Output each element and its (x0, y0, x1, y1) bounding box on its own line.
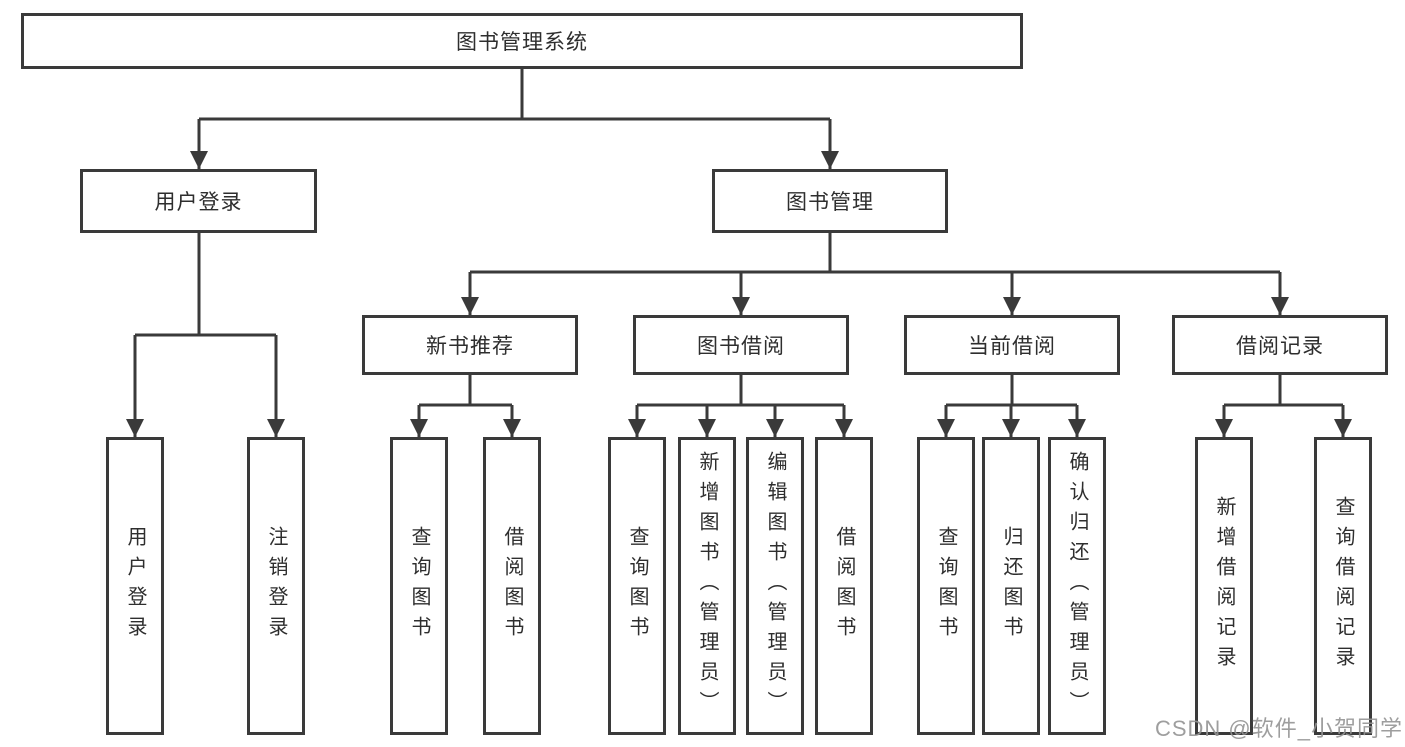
leaf-add-borrow-record: 新增借阅记录 (1195, 437, 1253, 735)
leaf-borrow-books-recommend: 借阅图书 (483, 437, 541, 735)
node-current-borrow: 当前借阅 (904, 315, 1120, 375)
node-label: 新书推荐 (426, 335, 514, 358)
leaf-confirm-return-admin: 确认归还（管理员） (1048, 437, 1106, 735)
leaf-query-books-borrow: 查询图书 (608, 437, 666, 735)
leaf-logout: 注销登录 (247, 437, 305, 735)
node-label: 图书管理 (786, 191, 874, 214)
leaf-label: 查询图书 (408, 526, 430, 646)
leaf-label: 注销登录 (265, 526, 287, 646)
csdn-watermark: CSDN @软件_小贺同学 (1154, 716, 1403, 741)
leaf-label: 借阅图书 (501, 526, 523, 646)
leaf-edit-books-admin: 编辑图书（管理员） (746, 437, 804, 735)
leaf-label: 查询图书 (935, 526, 957, 646)
node-borrow-record: 借阅记录 (1172, 315, 1388, 375)
leaf-label: 新增借阅记录 (1213, 496, 1235, 676)
leaf-user-login: 用户登录 (106, 437, 164, 735)
leaf-label: 编辑图书（管理员） (764, 451, 786, 721)
node-label: 用户登录 (154, 191, 243, 214)
leaf-return-books: 归还图书 (982, 437, 1040, 735)
node-new-book-recommend: 新书推荐 (362, 315, 578, 375)
node-label: 借阅记录 (1236, 335, 1324, 358)
leaf-borrow-books: 借阅图书 (815, 437, 873, 735)
node-book-management: 图书管理 (712, 169, 948, 233)
leaf-add-books-admin: 新增图书（管理员） (678, 437, 736, 735)
leaf-label: 确认归还（管理员） (1066, 451, 1088, 721)
node-label: 图书管理系统 (456, 31, 588, 54)
leaf-query-books-recommend: 查询图书 (390, 437, 448, 735)
leaf-label: 查询借阅记录 (1332, 496, 1354, 676)
leaf-label: 归还图书 (1000, 526, 1022, 646)
leaf-label: 查询图书 (626, 526, 648, 646)
node-library-management-system: 图书管理系统 (21, 13, 1023, 69)
leaf-query-borrow-record: 查询借阅记录 (1314, 437, 1372, 735)
node-label: 图书借阅 (697, 335, 785, 358)
node-user-login: 用户登录 (80, 169, 317, 233)
leaf-query-books-current: 查询图书 (917, 437, 975, 735)
node-book-borrow: 图书借阅 (633, 315, 849, 375)
leaf-label: 新增图书（管理员） (696, 451, 718, 721)
leaf-label: 借阅图书 (833, 526, 855, 646)
leaf-label: 用户登录 (124, 526, 146, 646)
node-label: 当前借阅 (968, 335, 1056, 358)
